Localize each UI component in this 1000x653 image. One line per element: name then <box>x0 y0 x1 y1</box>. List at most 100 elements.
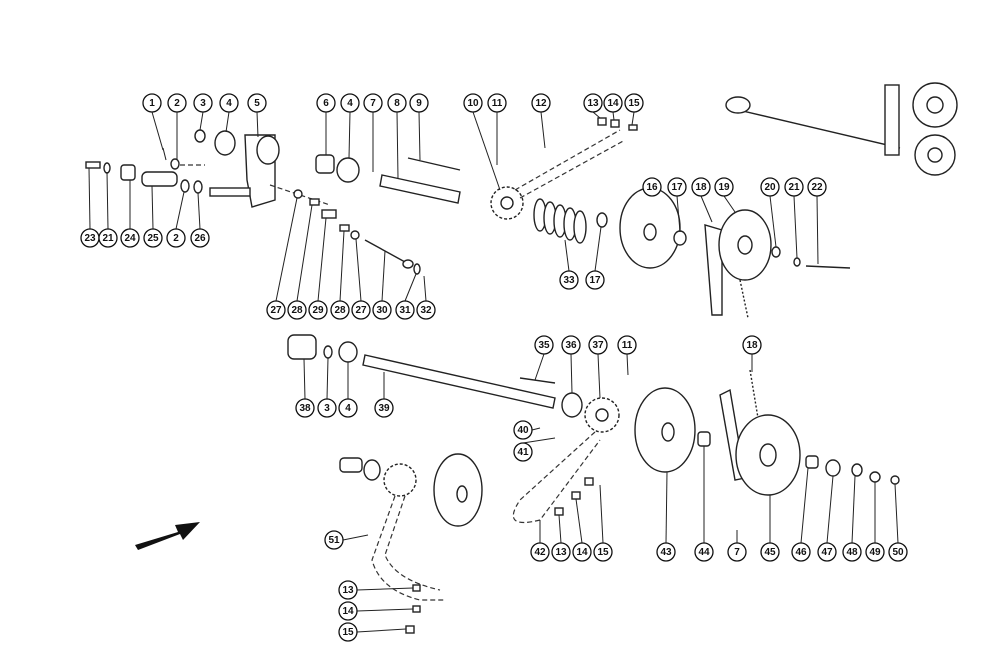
callout-32: 32 <box>416 275 436 320</box>
leader-line <box>356 587 414 591</box>
callout-13: 13 <box>583 93 603 119</box>
callout-21: 21 <box>784 177 804 259</box>
callout-number: 6 <box>323 98 329 109</box>
link-15b <box>405 625 415 634</box>
leader-line <box>540 111 546 149</box>
pin-28 <box>309 198 320 206</box>
leader-line <box>275 197 298 302</box>
callout-circle <box>817 542 837 562</box>
callout-number: 18 <box>695 182 707 193</box>
washer-21b <box>793 257 801 267</box>
callout-number: 40 <box>517 425 529 436</box>
callout-number: 23 <box>84 233 96 244</box>
washer-20 <box>771 246 781 258</box>
callout-circle <box>585 270 605 290</box>
callout-number: 22 <box>811 182 823 193</box>
callout-number: 27 <box>270 305 282 316</box>
pin-28b <box>339 224 350 232</box>
callout-45: 45 <box>760 495 780 562</box>
callout-circle <box>374 398 394 418</box>
callout-number: 44 <box>698 547 710 558</box>
callout-circle <box>534 335 554 355</box>
callout-circle <box>167 93 187 113</box>
sleeve-29 <box>321 209 337 219</box>
link-13c <box>597 117 607 126</box>
callout-number: 4 <box>226 98 232 109</box>
callout-circle <box>308 300 328 320</box>
callout-circle <box>317 398 337 418</box>
link-15 <box>584 477 594 486</box>
callout-circle <box>340 93 360 113</box>
leader-line <box>894 483 899 544</box>
callout-11: 11 <box>617 335 637 376</box>
callout-number: 18 <box>746 340 758 351</box>
key-35 <box>519 377 556 384</box>
callout-number: 4 <box>345 403 351 414</box>
callout-number: 15 <box>628 98 640 109</box>
callout-number: 42 <box>534 547 546 558</box>
callout-36: 36 <box>561 335 581 394</box>
callout-circle <box>363 93 383 113</box>
callout-51: 51 <box>324 530 369 550</box>
callout-number: 17 <box>589 275 601 286</box>
callout-48: 48 <box>842 475 862 562</box>
callout-number: 13 <box>342 585 354 596</box>
callout-41: 41 <box>513 437 556 462</box>
bolt-22 <box>805 265 851 269</box>
callout-19: 19 <box>714 177 736 213</box>
callout-2: 2 <box>167 93 187 160</box>
callout-circle <box>559 270 579 290</box>
callout-number: 13 <box>587 98 599 109</box>
leader-line <box>348 111 351 159</box>
callout-circle <box>656 542 676 562</box>
leader-line <box>472 111 501 191</box>
callout-number: 39 <box>378 403 390 414</box>
callout-circle <box>409 93 429 113</box>
callout-number: 33 <box>563 275 575 286</box>
callout-circle <box>142 93 162 113</box>
circlip-3 <box>194 129 206 143</box>
callout-24: 24 <box>120 180 140 248</box>
callout-number: 43 <box>660 547 672 558</box>
callout-22: 22 <box>807 177 827 265</box>
callout-13: 13 <box>338 580 414 600</box>
callout-number: 2 <box>174 98 180 109</box>
leader-line <box>342 534 369 541</box>
callout-16: 16 <box>642 177 662 197</box>
washer-21 <box>103 162 111 174</box>
callout-number: 48 <box>846 547 858 558</box>
leader-line <box>851 475 856 544</box>
rod-eye <box>402 259 414 269</box>
washer-2 <box>180 179 190 193</box>
callout-33: 33 <box>559 239 579 290</box>
callout-number: 38 <box>299 403 311 414</box>
callout-40: 40 <box>513 420 541 440</box>
washer-2b <box>170 158 180 170</box>
callout-circle <box>760 542 780 562</box>
callout-17: 17 <box>667 177 687 233</box>
leader-line <box>197 192 201 230</box>
callout-circle <box>593 542 613 562</box>
callout-18: 18 <box>691 177 713 223</box>
leader-line <box>676 195 681 233</box>
callout-38: 38 <box>295 358 315 418</box>
callout-37: 37 <box>588 335 608 399</box>
callout-circle <box>219 93 239 113</box>
callout-number: 7 <box>370 98 376 109</box>
callout-number: 36 <box>565 340 577 351</box>
leader-line <box>531 427 541 431</box>
arm-shaft <box>209 187 251 197</box>
callout-circle <box>338 601 358 621</box>
callout-13: 13 <box>551 514 571 562</box>
bushing-24 <box>120 164 136 181</box>
leader-line <box>88 167 91 230</box>
washer-17 <box>596 212 608 228</box>
callout-number: 17 <box>671 182 683 193</box>
nut-27 <box>293 189 303 199</box>
bushing-46 <box>805 455 819 469</box>
spring-33 <box>533 198 587 244</box>
belt-18b <box>739 279 749 319</box>
circlip-3b <box>323 345 333 359</box>
